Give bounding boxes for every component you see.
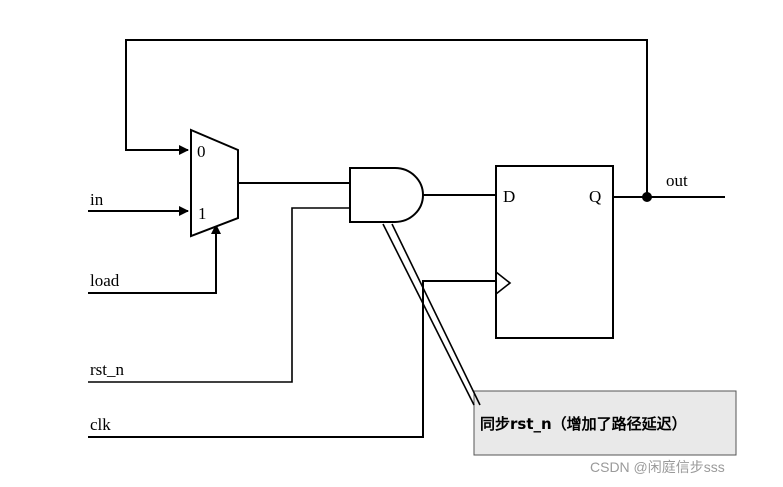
rst-n-label: rst_n — [90, 360, 125, 379]
junction-dot — [642, 192, 652, 202]
out-label: out — [666, 171, 688, 190]
feedback-wire — [125, 39, 648, 197]
clk-label: clk — [90, 415, 111, 434]
q-pin-label: Q — [589, 187, 601, 206]
clock-triangle — [495, 271, 512, 295]
rst-n-wire — [88, 207, 350, 383]
load-wire — [88, 224, 221, 294]
mux-input-1-label: 1 — [198, 204, 207, 223]
and-gate — [349, 167, 424, 223]
annotation-box — [473, 390, 737, 456]
load-label: load — [90, 271, 120, 290]
d-pin-label: D — [503, 187, 515, 206]
clk-wire — [88, 280, 497, 438]
d-flip-flop — [495, 165, 614, 339]
multiplexer — [190, 128, 239, 238]
mux-input-0-label: 0 — [197, 142, 206, 161]
callout-line-2 — [391, 223, 481, 406]
watermark: CSDN @闲庭信步sss — [590, 459, 725, 475]
in-label: in — [90, 190, 104, 209]
annotation-text: 同步rst_n（增加了路径延迟） — [480, 415, 687, 433]
callout-line-1 — [382, 223, 475, 406]
